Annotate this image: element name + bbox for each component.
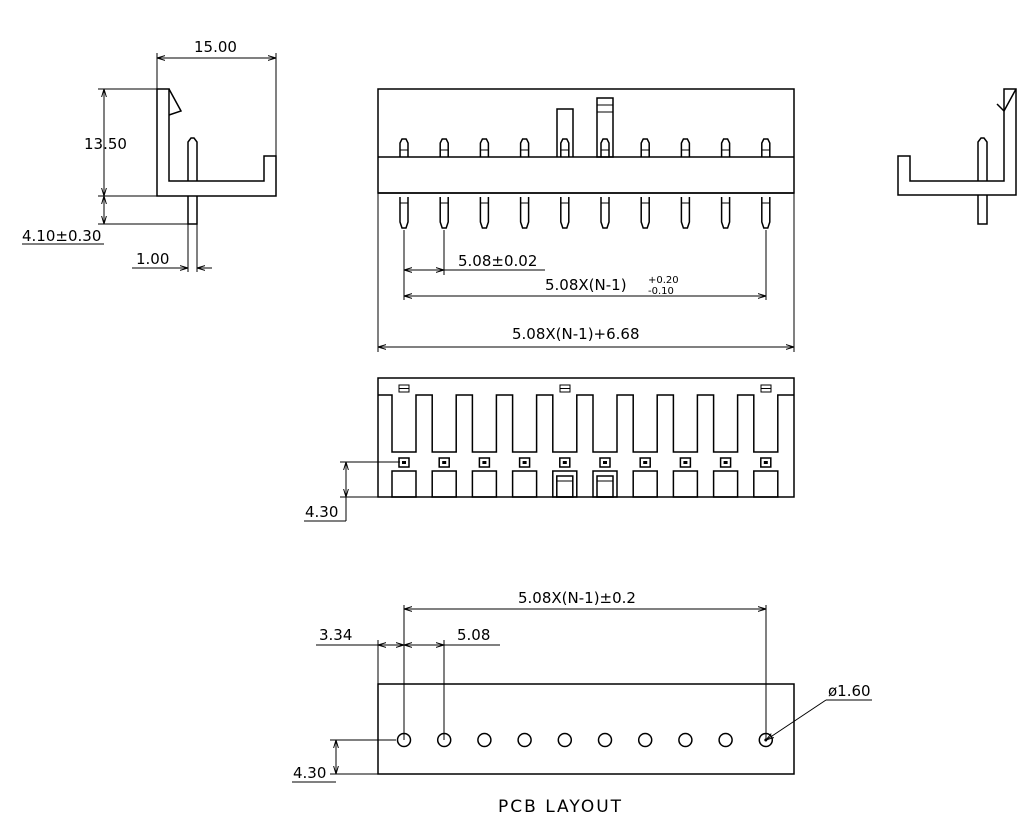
dim-pcb-pitch-label: 5.08	[457, 626, 490, 644]
bottom-pin-square	[719, 457, 732, 468]
bottom-pin-dot	[442, 461, 447, 464]
dim-pitch-tolerance-label: 5.08±0.02	[458, 252, 537, 270]
dim-pcb-hole-label: ø1.60	[828, 682, 871, 700]
pcb-hole	[718, 732, 733, 748]
right-side-view	[897, 88, 1017, 225]
dim-span-plus-label: +0.20	[648, 275, 679, 286]
dim-overall-label: 5.08X(N-1)+6.68	[512, 325, 640, 343]
bottom-comb-profile	[378, 394, 794, 453]
bottom-pin-square	[518, 457, 531, 468]
bottom-lock-cell	[556, 475, 574, 498]
dim-pcb-span-label: 5.08X(N-1)±0.2	[518, 589, 636, 607]
bottom-pin-square	[599, 457, 611, 468]
bottom-pin-dot	[522, 461, 527, 464]
front-pin-lower	[519, 197, 530, 229]
pcb-hole	[557, 732, 573, 748]
front-pin-upper	[720, 138, 731, 157]
dim-bottom-offset-label: 4.30	[305, 503, 338, 521]
front-pin-upper	[519, 138, 530, 157]
dim-span-tolerance-label: 5.08X(N-1)	[545, 276, 627, 294]
dim-pcb-edge-label: 3.34	[319, 626, 352, 644]
pcb-layout-caption: PCB LAYOUT	[498, 797, 623, 817]
front-pin-lower	[399, 197, 409, 229]
front-pin-lower	[720, 197, 731, 229]
bottom-view: 4.30	[304, 377, 795, 522]
bottom-pin-dot	[482, 461, 487, 464]
bottom-cell	[712, 470, 739, 498]
bottom-cell	[391, 470, 417, 498]
front-pin-upper	[761, 138, 771, 157]
front-pins	[399, 138, 771, 229]
dim-pcb-row-offset-label: 4.30	[293, 764, 326, 782]
bottom-pin-square	[438, 457, 450, 468]
front-pin-lower	[640, 197, 650, 229]
bottom-cell	[632, 470, 658, 498]
front-pin-lower	[600, 197, 610, 229]
pcb-hole	[477, 732, 492, 748]
bottom-pin-dot	[723, 461, 728, 464]
bottom-pin-square	[760, 457, 772, 468]
bottom-cell	[511, 470, 538, 498]
front-pin-upper	[439, 138, 449, 157]
bottom-pin-dot	[402, 461, 406, 464]
bottom-pin-square	[679, 457, 692, 468]
bottom-pin-square	[478, 457, 491, 468]
dim-height-label: 13.50	[84, 135, 127, 153]
bottom-cell	[672, 470, 699, 498]
front-pin-upper	[560, 138, 570, 157]
bottom-pin-dot	[562, 461, 567, 464]
bottom-cell	[431, 470, 457, 498]
bottom-pin-square	[639, 457, 651, 468]
front-pin-upper	[399, 138, 409, 157]
bottom-pin-dot	[763, 461, 768, 464]
pcb-hole	[597, 732, 613, 748]
front-pin-upper	[600, 138, 610, 157]
front-view: 5.08±0.02 5.08X(N-1) +0.20 -0.10 5.08X(N…	[377, 88, 795, 352]
front-pin-lower	[680, 197, 691, 229]
front-pin-upper	[640, 138, 650, 157]
bottom-slots	[378, 384, 794, 498]
front-pin-lower	[560, 197, 570, 229]
front-pin-lower	[439, 197, 449, 229]
dim-pin-width-label: 1.00	[136, 250, 169, 268]
bottom-cell	[471, 470, 498, 498]
front-pin-lower	[479, 197, 490, 229]
bottom-lock-cell	[596, 475, 614, 498]
dim-width-label: 15.00	[194, 38, 237, 56]
front-pin-upper	[680, 138, 691, 157]
left-side-view: 15.00 13.50 4.10±0.30 1.00	[22, 38, 277, 272]
pcb-hole	[678, 732, 693, 748]
dim-pin-length-label: 4.10±0.30	[22, 227, 101, 245]
front-pin-lower	[761, 197, 771, 229]
front-pin-upper	[479, 138, 490, 157]
bottom-pin-square	[559, 457, 571, 468]
bottom-cell	[753, 470, 779, 498]
pcb-holes	[396, 732, 774, 748]
pcb-hole	[517, 732, 532, 748]
bottom-pin-dot	[603, 461, 607, 464]
bottom-pin-dot	[643, 461, 648, 464]
pcb-hole	[637, 732, 653, 748]
bottom-pin-dot	[683, 461, 688, 464]
pcb-layout: 5.08X(N-1)±0.2 3.34 5.08 ø1.60 4.30 PCB …	[292, 589, 872, 817]
dim-span-minus-label: -0.10	[648, 286, 674, 297]
